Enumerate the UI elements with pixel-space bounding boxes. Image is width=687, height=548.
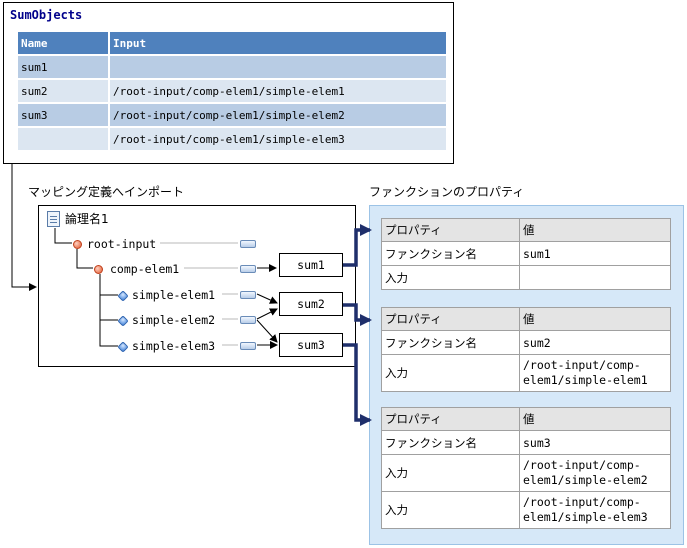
element-node-icon (73, 240, 82, 249)
link-elem2-to-sum2 (256, 308, 278, 320)
output-port-icon[interactable] (240, 316, 256, 324)
arrow-sum3-properties (343, 343, 372, 426)
link-elem2-to-sum3 (256, 319, 278, 343)
row-input: /root-input/comp-elem1/simple-elem3 (110, 128, 446, 150)
table-row: /root-input/comp-elem1/simple-elem3 (18, 128, 446, 150)
row-name: sum2 (18, 80, 110, 102)
logical-name-label: 論理名1 (65, 212, 109, 226)
table-row: sum1 (18, 56, 446, 78)
input-value[interactable]: /root-input/comp-elem1/simple-elem2 (519, 454, 671, 492)
input-value[interactable]: /root-input/comp-elem1/simple-elem1 (519, 354, 671, 392)
function-box-sum2[interactable]: sum2 (279, 292, 343, 316)
node-simple-elem1[interactable]: simple-elem1 (132, 288, 216, 302)
mapping-definition-panel: 論理名1 root-input comp-elem1 simple-elem1 … (38, 205, 356, 367)
import-arrow (11, 164, 37, 291)
function-box-sum1[interactable]: sum1 (279, 253, 343, 277)
function-name-key: ファンクション名 (381, 241, 520, 266)
column-header-name: Name (18, 32, 110, 54)
port-guide-lines (160, 242, 238, 346)
output-port-icon[interactable] (240, 342, 256, 350)
table-row: sum3 /root-input/comp-elem1/simple-elem2 (18, 104, 446, 126)
tree-lines (54, 228, 118, 347)
header-property: プロパティ (381, 407, 520, 431)
output-port-icon[interactable] (240, 240, 256, 248)
function-box-sum3[interactable]: sum3 (279, 333, 343, 357)
function-properties-label: ファンクションのプロパティ (369, 185, 525, 199)
mapping-import-label: マッピング定義へインポート (28, 185, 185, 199)
element-node-icon (94, 265, 103, 274)
column-header-input: Input (110, 32, 446, 54)
row-input: /root-input/comp-elem1/simple-elem1 (110, 80, 446, 102)
row-name: sum3 (18, 104, 110, 126)
row-name (18, 128, 110, 150)
input-value[interactable]: /root-input/comp-elem1/simple-elem3 (519, 491, 671, 529)
arrow-sum1-properties (343, 224, 372, 267)
document-icon (47, 211, 60, 227)
input-value[interactable] (519, 265, 671, 290)
node-simple-elem3[interactable]: simple-elem3 (132, 339, 216, 353)
header-value: 値 (519, 307, 671, 331)
header-value: 値 (519, 407, 671, 431)
header-value: 値 (519, 218, 671, 242)
header-property: プロパティ (381, 218, 520, 242)
input-key: 入力 (381, 265, 520, 290)
table-header-row: Name Input (18, 32, 446, 54)
node-root-input[interactable]: root-input (87, 237, 157, 251)
sum-objects-title: SumObjects (10, 8, 83, 22)
sum-objects-table: Name Input sum1 sum2 /root-input/comp-el… (18, 30, 446, 152)
function-name-key: ファンクション名 (381, 430, 520, 455)
node-comp-elem1[interactable]: comp-elem1 (110, 262, 180, 276)
input-key: 入力 (381, 491, 520, 529)
node-simple-elem2[interactable]: simple-elem2 (132, 313, 216, 327)
link-elem1-to-sum2 (256, 293, 278, 304)
arrow-sum2-properties (343, 303, 372, 326)
sum-objects-panel: SumObjects Name Input sum1 sum2 /root-in… (3, 2, 454, 164)
output-port-icon[interactable] (240, 291, 256, 299)
output-port-icon[interactable] (240, 265, 256, 273)
row-input (110, 56, 446, 78)
function-name-key: ファンクション名 (381, 330, 520, 355)
row-input: /root-input/comp-elem1/simple-elem2 (110, 104, 446, 126)
table-row: sum2 /root-input/comp-elem1/simple-elem1 (18, 80, 446, 102)
input-key: 入力 (381, 354, 520, 392)
row-name: sum1 (18, 56, 110, 78)
